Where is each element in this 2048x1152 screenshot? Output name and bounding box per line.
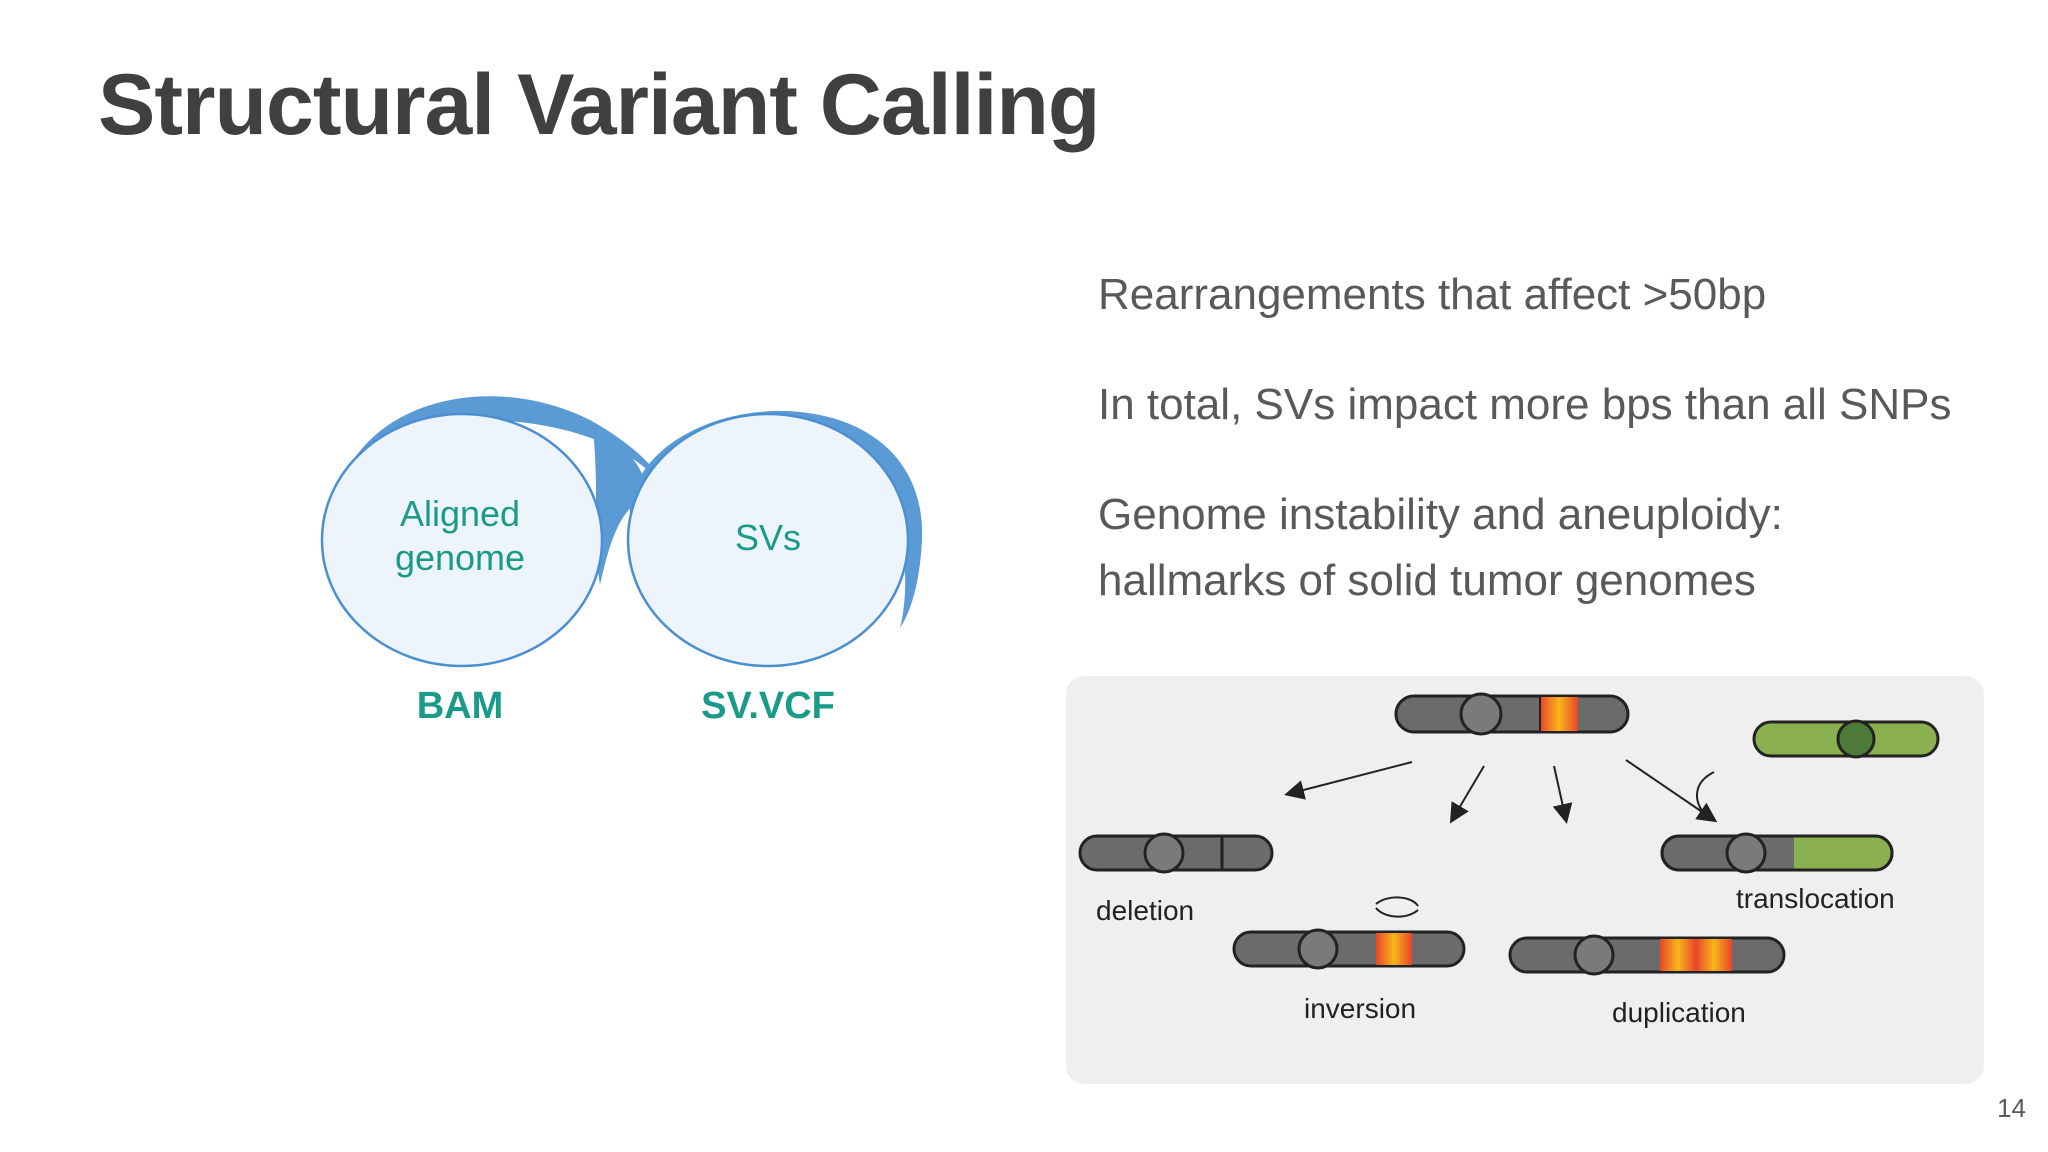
venn-svg: Aligned genome SVs BAM SV.VCF — [320, 396, 923, 727]
bullet-genome-instability: Genome instability and aneuploidy: hallm… — [1098, 482, 1998, 614]
left-circle-label-line-1: Aligned — [400, 493, 520, 534]
duplication-chromosome — [1508, 934, 1786, 976]
sv-types-svg: deletion inversion duplication transloca… — [1078, 692, 1940, 1028]
circle-connector — [592, 424, 646, 585]
inversion-chromosome — [1232, 928, 1466, 970]
slide-title: Structural Variant Calling — [98, 57, 1100, 153]
duplication-label: duplication — [1612, 997, 1746, 1028]
page-number: 14 — [1997, 1093, 2026, 1123]
bullet-text: Rearrangements that affect >50bp — [1098, 270, 1767, 319]
left-circle-label-line-2: genome — [395, 537, 525, 578]
bullet-sv-impact: In total, SVs impact more bps than all S… — [1098, 372, 1998, 438]
bullet-text-line-1: Genome instability and aneuploidy: — [1098, 490, 1783, 539]
aligned-genome-to-svs-diagram: Aligned genome SVs BAM SV.VCF — [300, 380, 980, 745]
arrow-to-translocation — [1625, 759, 1718, 823]
deletion-label: deletion — [1096, 895, 1194, 926]
original-chromosome — [1394, 692, 1630, 736]
sv-types-figure: deletion inversion duplication transloca… — [1066, 676, 1984, 1084]
bullet-sv-size: Rearrangements that affect >50bp — [1098, 262, 1998, 328]
translocation-label: translocation — [1736, 883, 1895, 914]
deletion-chromosome — [1078, 832, 1274, 874]
right-circle-label: SVs — [735, 517, 801, 558]
bam-caption: BAM — [417, 685, 504, 727]
arrow-to-deletion — [1284, 761, 1413, 800]
sv-vcf-caption: SV.VCF — [701, 685, 835, 727]
arrow-to-duplication — [1552, 765, 1573, 824]
inversion-label: inversion — [1304, 993, 1416, 1024]
translocation-curve-arrow — [1696, 771, 1715, 817]
donor-chromosome — [1752, 719, 1940, 759]
translocation-chromosome — [1660, 832, 1894, 874]
arrow-to-inversion — [1449, 765, 1485, 824]
bullet-list: Rearrangements that affect >50bp In tota… — [1098, 262, 1998, 658]
left-circle — [320, 412, 604, 668]
right-circle — [626, 412, 910, 668]
inversion-rotate-icon — [1375, 896, 1419, 918]
bullet-text: In total, SVs impact more bps than all S… — [1098, 380, 1952, 429]
bullet-text-line-2: hallmarks of solid tumor genomes — [1098, 556, 1756, 605]
